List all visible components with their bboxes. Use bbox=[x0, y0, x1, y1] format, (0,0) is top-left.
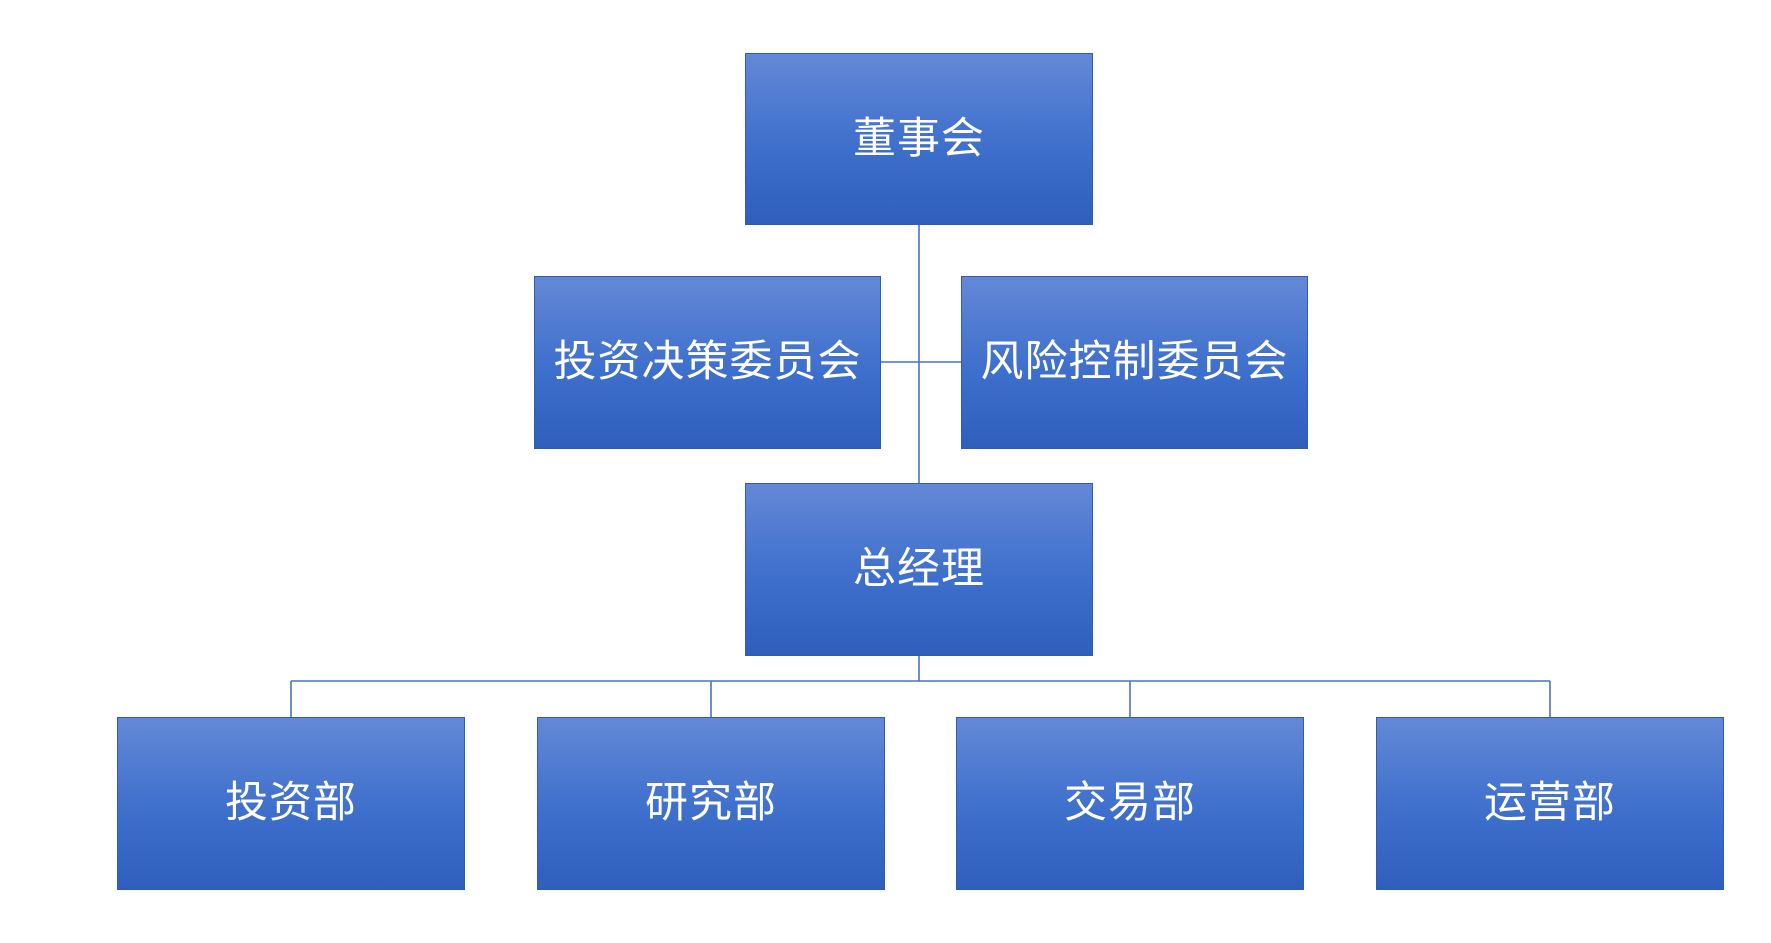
department-label: 运营部 bbox=[1484, 778, 1616, 828]
investment-committee-node: 投资决策委员会 bbox=[534, 276, 881, 449]
department-label: 交易部 bbox=[1064, 778, 1196, 828]
risk-committee-label: 风险控制委员会 bbox=[980, 337, 1289, 387]
risk-committee-node: 风险控制委员会 bbox=[961, 276, 1308, 449]
department-node-operations: 运营部 bbox=[1376, 717, 1724, 890]
board-label: 董事会 bbox=[853, 113, 985, 164]
department-node-research: 研究部 bbox=[537, 717, 885, 890]
department-node-trading: 交易部 bbox=[956, 717, 1304, 890]
investment-committee-label: 投资决策委员会 bbox=[553, 337, 862, 387]
department-node-investment: 投资部 bbox=[117, 717, 465, 890]
general-manager-node: 总经理 bbox=[745, 483, 1093, 656]
general-manager-label: 总经理 bbox=[853, 544, 985, 594]
board-node: 董事会 bbox=[745, 53, 1093, 225]
department-label: 研究部 bbox=[645, 778, 777, 828]
department-label: 投资部 bbox=[225, 778, 357, 828]
